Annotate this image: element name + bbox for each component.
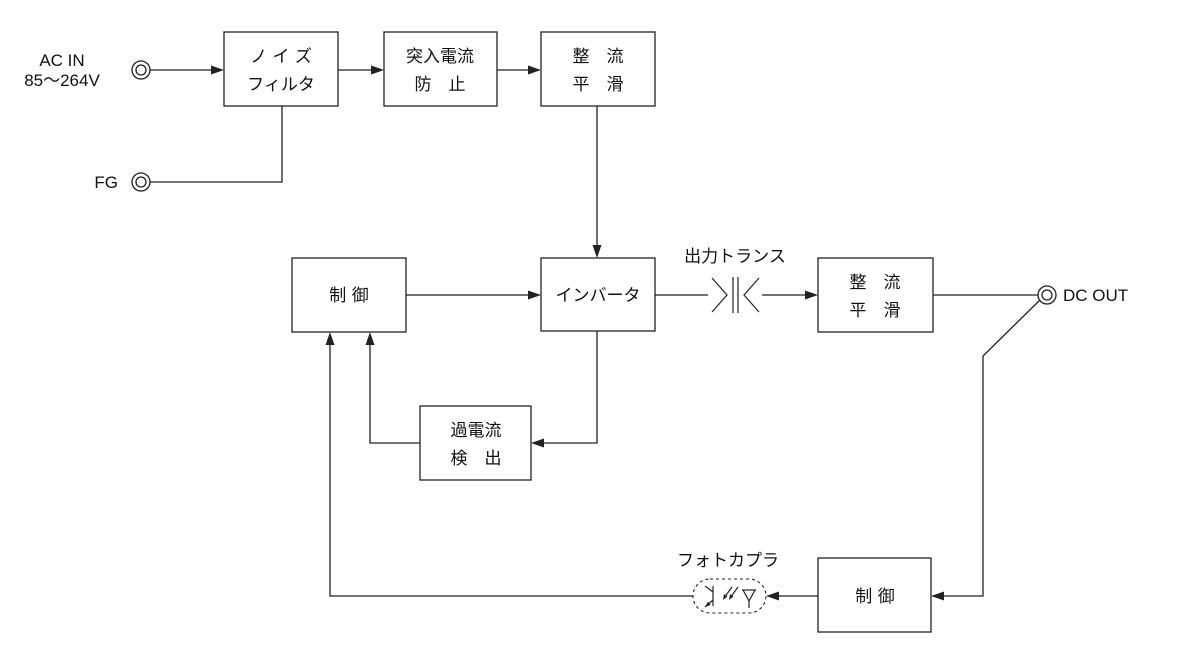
fg-label: FG bbox=[94, 173, 118, 192]
ac-in-voltage-label: 85〜264V bbox=[24, 71, 100, 90]
transformer-symbol bbox=[711, 277, 760, 313]
arrowhead bbox=[528, 65, 541, 75]
photocoupler-label: フォトカプラ bbox=[677, 551, 779, 571]
block-rectifier-smoothing-2: 整 流 平 滑 bbox=[817, 257, 934, 333]
block-label: 検 出 bbox=[451, 449, 502, 469]
arrowheads bbox=[211, 65, 944, 601]
block-label: 過電流 bbox=[451, 421, 502, 441]
block-label: 突入電流 bbox=[406, 47, 474, 67]
block-control-1: 制 御 bbox=[291, 257, 407, 333]
block-inverter: インバータ bbox=[540, 257, 656, 332]
terminal-dc-out bbox=[1037, 285, 1057, 305]
arrowhead bbox=[211, 65, 224, 75]
block-label: 整 流 bbox=[850, 273, 901, 293]
terminal-fg bbox=[131, 172, 151, 192]
arrowhead bbox=[931, 591, 944, 601]
wires bbox=[150, 69, 1041, 597]
block-label: フィルタ bbox=[247, 75, 315, 95]
block-label: 防 止 bbox=[415, 75, 466, 95]
wire-dcout-to-ctrl2 bbox=[940, 299, 1041, 597]
block-control-2: 制 御 bbox=[817, 557, 932, 633]
block-rectifier-smoothing-1: 整 流 平 滑 bbox=[540, 31, 656, 107]
arrowhead bbox=[325, 332, 335, 345]
wire-inverter-to-overcurrent bbox=[540, 331, 598, 444]
arrowhead bbox=[365, 332, 375, 345]
ac-in-label: AC IN bbox=[39, 51, 84, 70]
photocoupler-symbol bbox=[692, 578, 767, 614]
arrowhead bbox=[805, 290, 818, 300]
block-label: ノ イ ズ bbox=[250, 47, 312, 67]
block-label: 平 滑 bbox=[573, 75, 624, 95]
arrowhead bbox=[592, 245, 602, 258]
block-overcurrent-detection: 過電流 検 出 bbox=[419, 405, 532, 481]
terminal-ac-in bbox=[131, 60, 151, 80]
arrowhead bbox=[531, 438, 544, 448]
arrowhead bbox=[766, 591, 779, 601]
dc-out-label: DC OUT bbox=[1063, 286, 1128, 305]
wire-photocoupler-to-ctrl1 bbox=[329, 340, 693, 597]
block-label: インバータ bbox=[556, 286, 641, 306]
block-label: 整 流 bbox=[573, 47, 624, 67]
transformer-label: 出力トランス bbox=[684, 247, 786, 267]
wire-noise-to-fg bbox=[150, 106, 283, 183]
block-label: 平 滑 bbox=[850, 301, 901, 321]
wire-overcurrent-to-ctrl1 bbox=[369, 340, 420, 444]
block-noise-filter: ノ イ ズ フィルタ bbox=[223, 31, 339, 107]
arrowhead bbox=[371, 65, 384, 75]
arrowhead bbox=[528, 290, 541, 300]
block-label: 制 御 bbox=[329, 286, 368, 306]
block-label: 制 御 bbox=[855, 587, 894, 607]
block-inrush-prevention: 突入電流 防 止 bbox=[383, 31, 498, 107]
